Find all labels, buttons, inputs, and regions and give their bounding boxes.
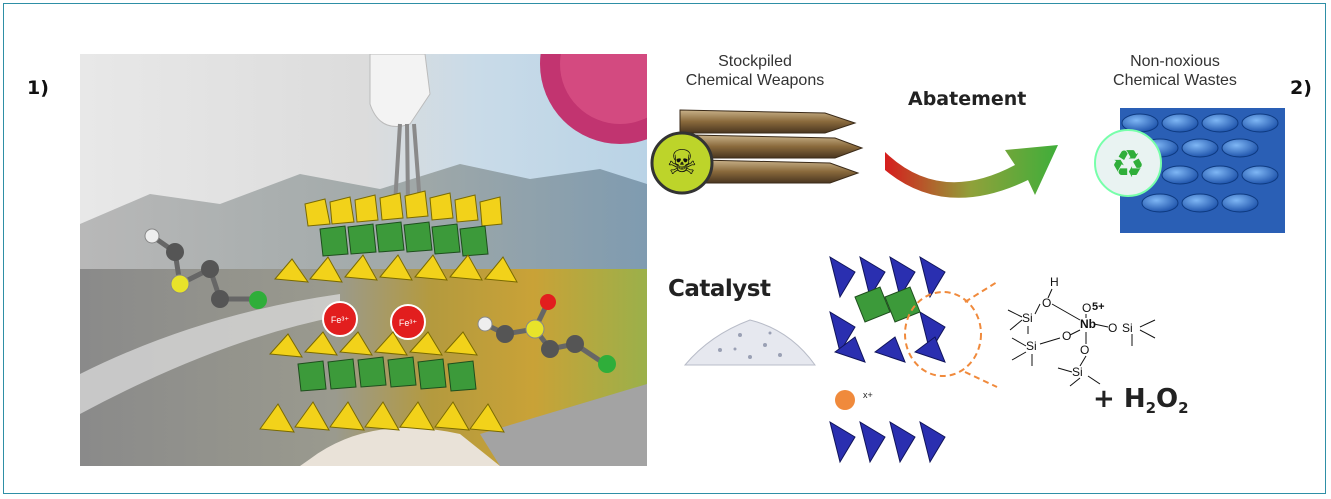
abatement-arrow: [885, 145, 1058, 198]
charge-label: 5+: [1092, 301, 1105, 313]
fe-cations: Fe³⁺ Fe³⁺: [322, 301, 426, 340]
svg-text:☠: ☠: [667, 143, 697, 183]
cation-label: x+: [863, 390, 873, 400]
niobium-active-site-structure: H O Si O 5+ Nb O O Si Si O Si: [1007, 275, 1156, 387]
catalyst-powder-image: [683, 319, 816, 366]
oxidant-text: + H: [1093, 384, 1146, 414]
cation-sphere: [835, 390, 855, 410]
hydrogen-label: H: [1050, 275, 1059, 289]
caption-line: Chemical Wastes: [1113, 72, 1237, 89]
mustard-gas-molecule-left: [144, 228, 267, 309]
figure-frame: [3, 3, 1326, 494]
lower-polyoxometalate: [259, 331, 505, 433]
recycled-drums-image: ♻: [1094, 108, 1285, 233]
oxidant-subscript: 2: [1145, 399, 1157, 418]
caption-line: Non-noxious: [1130, 53, 1220, 70]
caption-line: Chemical Weapons: [685, 72, 825, 89]
niobium-label: Nb: [1080, 317, 1096, 331]
oxygen-label: O: [1062, 329, 1071, 343]
skull-crossbones-icon: [650, 131, 714, 195]
oxygen-label: O: [1082, 301, 1091, 315]
silicon-label: Si: [1072, 365, 1083, 379]
recycle-icon: [1094, 129, 1162, 197]
oxidized-molecule-right: [477, 294, 616, 373]
fe-label-right: Fe³⁺: [399, 318, 418, 328]
layered-niobium-silicate-structure: x+: [829, 255, 998, 464]
oxidant-subscript: 2: [1178, 399, 1189, 418]
oxygen-label: O: [1108, 321, 1117, 335]
svg-text:♻: ♻: [1111, 142, 1145, 186]
oxygen-label: O: [1080, 343, 1089, 357]
non-noxious-wastes-caption: Non-noxious Chemical Wastes: [1060, 52, 1290, 90]
polyoxometalate-illustration: Fe³⁺ Fe³⁺: [80, 54, 647, 466]
silicon-label: Si: [1026, 339, 1037, 353]
silicon-label: Si: [1122, 321, 1133, 335]
fe-label-left: Fe³⁺: [331, 315, 350, 325]
panel-label-1: 1): [27, 77, 49, 99]
hydrogen-peroxide-label: + H2O2: [1093, 384, 1189, 417]
silicon-label: Si: [1022, 311, 1033, 325]
catalyst-label: Catalyst: [668, 276, 771, 302]
chemical-weapons-shells-image: ☠: [650, 109, 864, 195]
panel-label-2: 2): [1290, 77, 1312, 99]
caption-line: Stockpiled: [718, 53, 792, 70]
oxygen-label: O: [1042, 296, 1051, 310]
abatement-label: Abatement: [908, 88, 1027, 110]
oxidant-text: O: [1156, 384, 1179, 414]
upper-polyoxometalate: [273, 190, 518, 283]
landscape-scene: Fe³⁺ Fe³⁺: [80, 54, 647, 466]
stockpiled-weapons-caption: Stockpiled Chemical Weapons: [640, 52, 870, 90]
